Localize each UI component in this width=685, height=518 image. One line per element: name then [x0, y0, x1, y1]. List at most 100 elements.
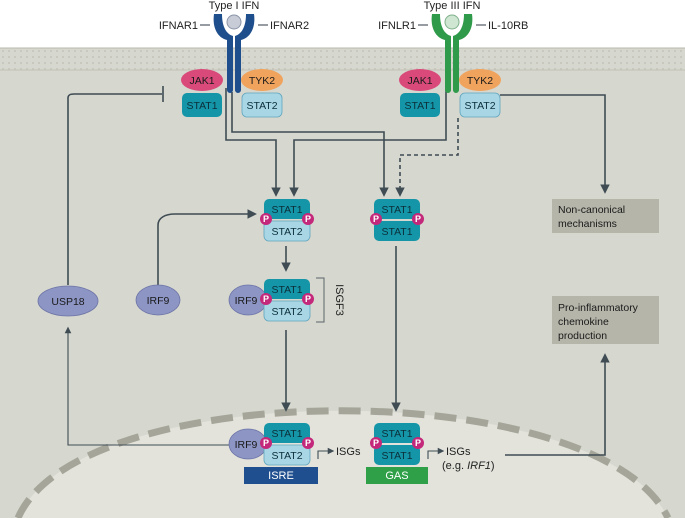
- arrow-irf9-to-complex: [157, 209, 257, 285]
- ifnar1-label: IFNAR1: [159, 20, 198, 32]
- stat2-type3: [459, 92, 501, 118]
- type3-receptor-associated-proteins: JAK1 TYK2 STAT1 STAT2: [399, 69, 501, 118]
- stat1-in-isgf3: [264, 279, 310, 299]
- proinflammatory-box: Pro-inflammatory chemokine production: [552, 296, 659, 344]
- svg-text:P: P: [373, 214, 379, 224]
- stat1-top-homodimer: [374, 199, 420, 219]
- extracellular-space: [0, 0, 685, 48]
- irf9-nuclear-label: IRF9: [235, 439, 258, 451]
- svg-text:P: P: [305, 438, 311, 448]
- ifnar2-label: IFNAR2: [270, 20, 309, 32]
- nuclear-envelope: [14, 407, 672, 518]
- noncanonical-box: Non-canonical mechanisms: [552, 199, 659, 233]
- stat2-nuclear-isre: [263, 444, 311, 466]
- stat2-in-heterodimer: [263, 220, 311, 242]
- isgs-gas-label: ISGs: [446, 446, 471, 458]
- phospho-right-heterodimer: [302, 213, 314, 225]
- stat1-nuclear-gas-bottom-label: STAT1: [381, 450, 412, 462]
- svg-text:P: P: [263, 438, 269, 448]
- phospho-right-isgf3: [302, 293, 314, 305]
- stat2-in-isgf3-label: STAT2: [271, 306, 302, 318]
- type1-ifn-title: Type I IFN: [209, 0, 260, 12]
- usp18-label: USP18: [51, 296, 84, 308]
- svg-text:P: P: [305, 294, 311, 304]
- arrow-gas-isgs: [427, 447, 445, 459]
- phospho-left-nuclear-isre: [260, 437, 272, 449]
- stat1-stat2-heterodimer: STAT1 STAT2 P P: [260, 199, 314, 242]
- stat1-in-heterodimer-label: STAT1: [271, 204, 302, 216]
- phospho-left-homodimer: [370, 213, 382, 225]
- jak1-type3: [399, 69, 441, 91]
- proinflammatory-line2: chemokine: [558, 316, 609, 328]
- stat1-bottom-homodimer: [374, 221, 420, 241]
- stat1-nuclear-isre: [264, 423, 310, 443]
- stat1-nuclear-gas-bottom: [374, 445, 420, 465]
- gas-element: [366, 467, 428, 484]
- stat1-nuclear-gas-top: [374, 423, 420, 443]
- irf9-in-isgf3-label: IRF9: [235, 295, 258, 307]
- phospho-left-nuclear-gas: [370, 437, 382, 449]
- isre-element: [244, 467, 318, 484]
- arrow-isre-isgs: [317, 447, 335, 459]
- type3-ifn-ligand: [444, 14, 460, 30]
- stat1-nuclear-gas-top-label: STAT1: [381, 428, 412, 440]
- phospho-left-heterodimer: [260, 213, 272, 225]
- type1-ifn-ligand: [226, 14, 242, 30]
- phospho-right-nuclear-isre: [302, 437, 314, 449]
- arrow-to-proinflammatory: [505, 353, 610, 456]
- type3-ifn-title: Type III IFN: [424, 0, 481, 12]
- isgf3-complex: IRF9 STAT1 STAT2 P P ISGF3: [228, 277, 345, 323]
- noncanonical-line2: mechanisms: [558, 218, 617, 230]
- svg-text:P: P: [373, 438, 379, 448]
- isre-label: ISRE: [268, 470, 294, 482]
- arrow-type3-to-stat1-stat2: [289, 88, 447, 197]
- type1-ifn-receptor: Type I IFN IFNAR1 IFNAR2: [159, 0, 309, 93]
- stat2-nuclear-isre-label: STAT2: [271, 450, 302, 462]
- stat1-type1: [182, 93, 222, 117]
- nuclear-isgf3-isre: IRF9 STAT1 STAT2 P P ISRE ISGs: [228, 423, 361, 484]
- svg-text:P: P: [305, 214, 311, 224]
- irf9-label: IRF9: [147, 295, 170, 307]
- usp18: USP18: [37, 285, 99, 317]
- nuclear-stat1-gas: STAT1 STAT1 P P GAS ISGs (e.g. IRF1): [366, 423, 495, 484]
- tyk2-type3: [459, 69, 501, 91]
- stat1-homodimer: STAT1 STAT1 P P: [370, 199, 424, 241]
- stat1-type1-label: STAT1: [186, 100, 217, 112]
- phospho-right-nuclear-gas: [412, 437, 424, 449]
- usp18-ellipse: [37, 285, 99, 317]
- phospho-right-homodimer: [412, 213, 424, 225]
- pathway-arrows: [64, 86, 610, 459]
- arrow-isgs-to-usp18: [64, 326, 232, 446]
- il10rb-label: IL-10RB: [488, 20, 528, 32]
- noncanonical-line1: Non-canonical: [558, 204, 625, 216]
- jak1-type3-label: JAK1: [407, 75, 432, 87]
- stat1-bottom-homodimer-label: STAT1: [381, 226, 412, 238]
- svg-text:P: P: [263, 294, 269, 304]
- usp18-inhibition-line: [67, 93, 162, 285]
- svg-text:P: P: [415, 214, 421, 224]
- ifnlr1-label: IFNLR1: [378, 20, 416, 32]
- proinflammatory-rect: [552, 296, 659, 344]
- jak1-type1: [181, 69, 223, 91]
- svg-text:P: P: [263, 214, 269, 224]
- isgs-example: (e.g. IRF1): [442, 460, 495, 472]
- type3-ifn-receptor: Type III IFN IFNLR1 IL-10RB: [378, 0, 528, 93]
- stat2-in-isgf3: [263, 300, 311, 322]
- arrow-type1-to-stat1-stat2: [225, 88, 281, 197]
- phospho-left-isgf3: [260, 293, 272, 305]
- arrow-type1-to-stat1-homodimer: [231, 92, 389, 197]
- arrow-to-noncanonical: [500, 94, 610, 194]
- irf9-free: IRF9: [135, 284, 181, 316]
- il10rb-chain: [453, 14, 473, 93]
- stat2-type3-label: STAT2: [464, 100, 495, 112]
- stat1-in-isgf3-label: STAT1: [271, 284, 302, 296]
- irf9-ellipse: [135, 284, 181, 316]
- stat2-type1-label: STAT2: [246, 100, 277, 112]
- stat1-in-heterodimer: [264, 199, 310, 219]
- arrow-type3-to-stat1-homodimer-dashed: [395, 118, 459, 197]
- tyk2-type1: [241, 69, 283, 91]
- isgf3-bracket: [316, 277, 325, 323]
- gas-label: GAS: [385, 470, 408, 482]
- type1-receptor-associated-proteins: JAK1 TYK2 STAT1 STAT2: [181, 69, 283, 118]
